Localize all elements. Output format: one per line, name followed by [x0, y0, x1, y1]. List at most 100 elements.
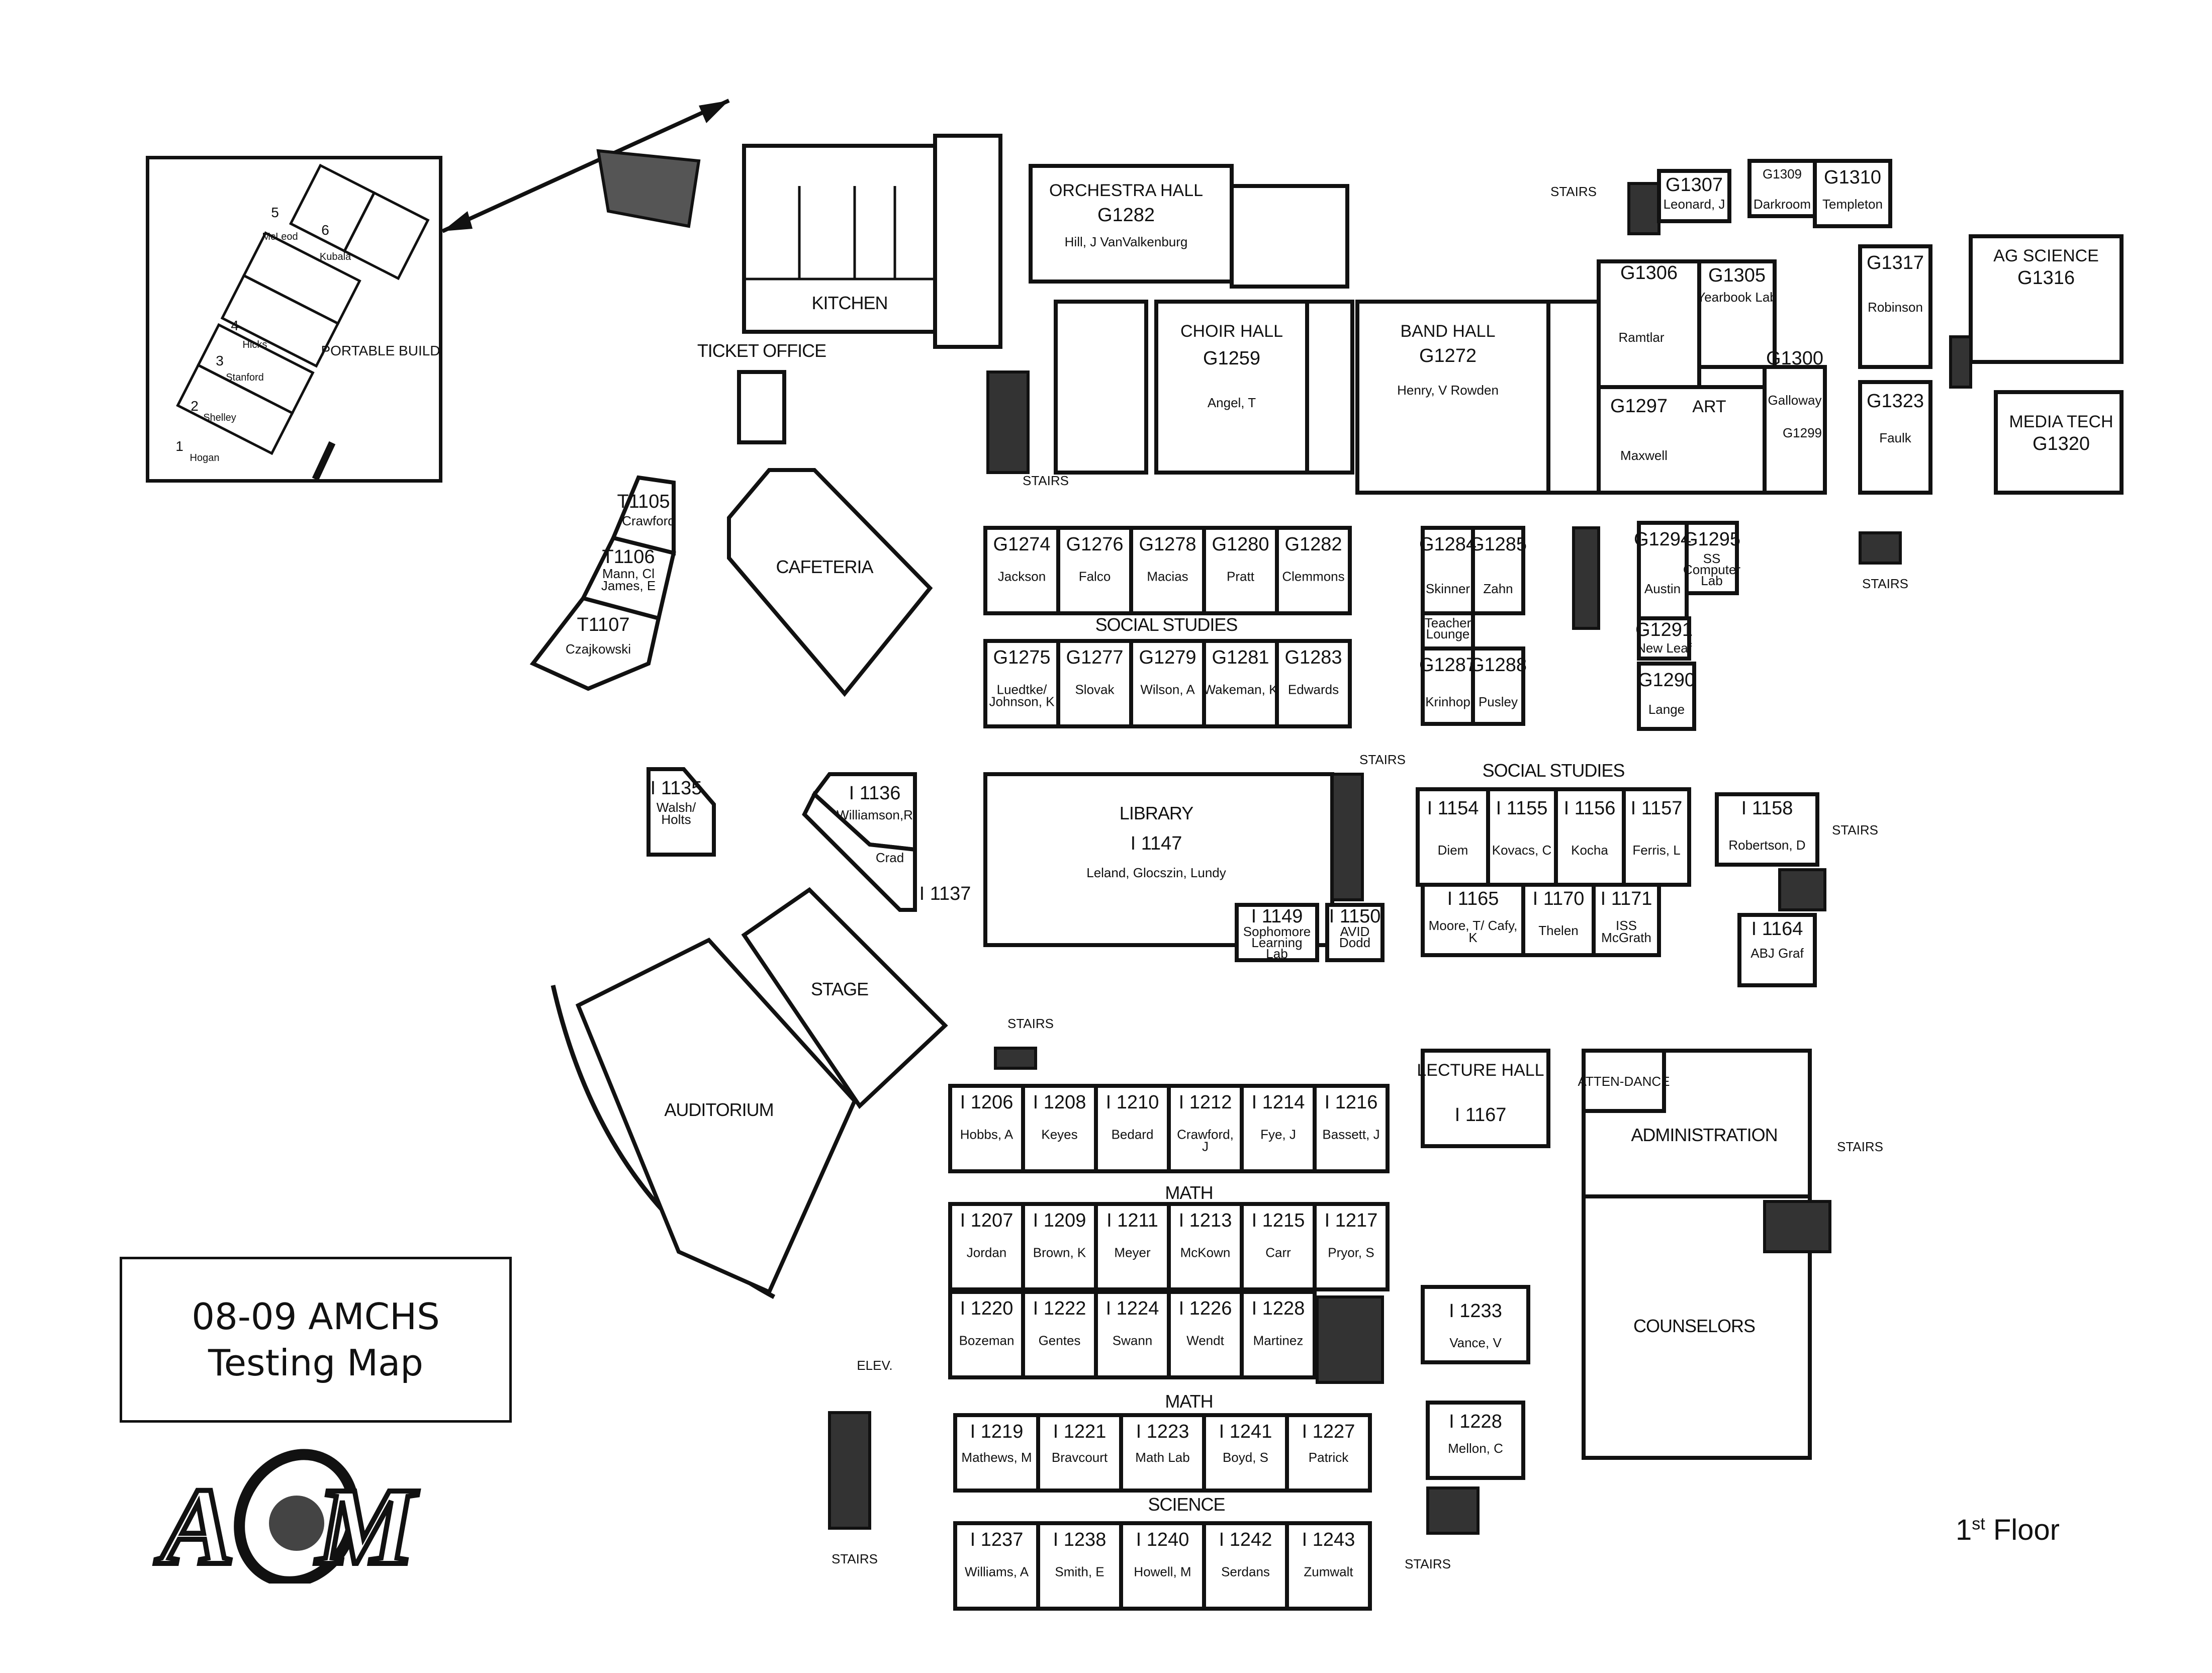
classroom[interactable] — [1202, 1521, 1289, 1611]
classroom[interactable] — [1129, 526, 1206, 615]
classroom[interactable] — [1285, 1413, 1372, 1493]
room-g1323[interactable] — [1858, 380, 1932, 495]
classroom[interactable] — [1167, 1290, 1244, 1379]
classroom[interactable] — [1240, 1202, 1317, 1291]
stairs-math[interactable] — [994, 1047, 1037, 1070]
room-g1290[interactable] — [1637, 662, 1696, 731]
lecture-hall-num: I 1167 — [1455, 1104, 1507, 1126]
stairs-ne[interactable] — [1859, 531, 1902, 565]
choir-hall[interactable] — [1154, 300, 1309, 475]
room-teacher: Macias — [1147, 569, 1188, 584]
room-i1158[interactable] — [1715, 792, 1819, 867]
stairs-admin[interactable] — [1763, 1200, 1831, 1253]
room-g1297[interactable] — [1597, 385, 1767, 495]
stairs-ag[interactable] — [1949, 335, 1972, 389]
stairs-choir[interactable] — [986, 370, 1030, 474]
mascot-head-icon — [269, 1496, 324, 1551]
room-num: G1282 — [1284, 534, 1342, 555]
classroom[interactable] — [1202, 639, 1279, 728]
room-num: G1294 — [1634, 529, 1691, 550]
room-i1164[interactable] — [1737, 913, 1817, 987]
room-i1149[interactable] — [1235, 903, 1319, 962]
floor-suffix: st — [1972, 1514, 1985, 1534]
kitchen[interactable] — [742, 144, 937, 334]
portable-2[interactable] — [196, 323, 315, 415]
portable-6[interactable] — [342, 191, 430, 281]
classroom[interactable] — [1021, 1202, 1098, 1291]
classroom[interactable] — [1094, 1202, 1171, 1291]
stairs-se[interactable] — [1426, 1486, 1480, 1535]
room-teacher: Clemmons — [1282, 569, 1344, 584]
classroom[interactable] — [948, 1084, 1025, 1173]
room-num: I 1156 — [1564, 798, 1616, 819]
classroom[interactable] — [1240, 1290, 1317, 1379]
room-i1171[interactable] — [1592, 883, 1661, 957]
auditorium[interactable] — [575, 938, 857, 1295]
room-i1228b[interactable] — [1426, 1401, 1525, 1480]
portable-4[interactable] — [242, 231, 361, 325]
classroom[interactable] — [1202, 526, 1279, 615]
ag-science[interactable] — [1969, 234, 2124, 364]
room-g1307[interactable] — [1657, 169, 1731, 223]
room-g1285[interactable] — [1471, 526, 1525, 615]
classroom[interactable] — [1313, 1084, 1390, 1173]
classroom[interactable] — [1240, 1084, 1317, 1173]
room-g1300[interactable] — [1763, 365, 1827, 495]
classroom[interactable] — [1202, 1413, 1289, 1493]
stairs-math-south[interactable] — [1316, 1295, 1384, 1384]
room-g1310[interactable] — [1813, 159, 1892, 228]
classroom[interactable] — [1275, 526, 1352, 615]
stairs-library[interactable] — [1331, 773, 1364, 901]
school-logo: A M — [152, 1449, 421, 1584]
room-g1287[interactable] — [1421, 646, 1475, 726]
room-i1150[interactable] — [1325, 903, 1385, 962]
classroom[interactable] — [1119, 1521, 1206, 1611]
room-num: G1307 — [1666, 174, 1723, 196]
room-i1154[interactable] — [1416, 787, 1490, 887]
room-g1305[interactable] — [1697, 259, 1777, 369]
classroom[interactable] — [1285, 1521, 1372, 1611]
classroom[interactable] — [948, 1202, 1025, 1291]
classroom[interactable] — [1313, 1202, 1390, 1291]
room-t1107[interactable] — [529, 596, 661, 691]
classroom[interactable] — [953, 1413, 1040, 1493]
stairs-east[interactable] — [1778, 868, 1826, 911]
classroom[interactable] — [953, 1521, 1040, 1611]
cafeteria[interactable] — [727, 468, 933, 697]
attendance[interactable] — [1582, 1049, 1666, 1113]
room-teacher: Austin — [1644, 581, 1681, 596]
ticket-office[interactable] — [737, 370, 786, 444]
room-g1309[interactable] — [1747, 159, 1817, 218]
stage[interactable] — [741, 887, 948, 1109]
room-i1137[interactable] — [802, 791, 917, 912]
classroom[interactable] — [948, 1290, 1025, 1379]
orchestra-hall[interactable] — [1029, 164, 1234, 284]
classroom[interactable] — [1275, 639, 1352, 728]
title-line-1: 08-09 AMCHS — [192, 1295, 440, 1338]
room-g1317[interactable] — [1858, 244, 1932, 369]
lecture-hall[interactable] — [1421, 1049, 1550, 1148]
room-g1288[interactable] — [1471, 646, 1525, 726]
room-i1233[interactable] — [1421, 1285, 1530, 1364]
room-g1291[interactable] — [1637, 616, 1691, 661]
stairs-nw[interactable] — [596, 149, 701, 228]
room-i1157[interactable] — [1622, 787, 1691, 887]
room-teacher: Yearbook Lab — [1697, 290, 1777, 305]
portable-walkway — [312, 441, 336, 481]
media-tech[interactable] — [1994, 390, 2124, 495]
room-num: G1290 — [1638, 670, 1695, 691]
room-i1156[interactable] — [1554, 787, 1626, 887]
library-teacher: Leland, Glocszin, Lundy — [1086, 865, 1226, 880]
stairs-north[interactable] — [1627, 182, 1661, 235]
stairs-g-mid[interactable] — [1572, 526, 1600, 630]
classroom[interactable] — [983, 526, 1060, 615]
room-i1135[interactable] — [647, 767, 716, 857]
room-g1295[interactable] — [1685, 521, 1739, 595]
teacher-lounge[interactable] — [1421, 611, 1475, 650]
room-num: I 1227 — [1302, 1421, 1355, 1442]
classroom[interactable] — [1056, 639, 1133, 728]
band-hall[interactable] — [1355, 300, 1550, 495]
room-num: I 1221 — [1053, 1421, 1107, 1442]
stairs-sw[interactable] — [828, 1411, 871, 1530]
